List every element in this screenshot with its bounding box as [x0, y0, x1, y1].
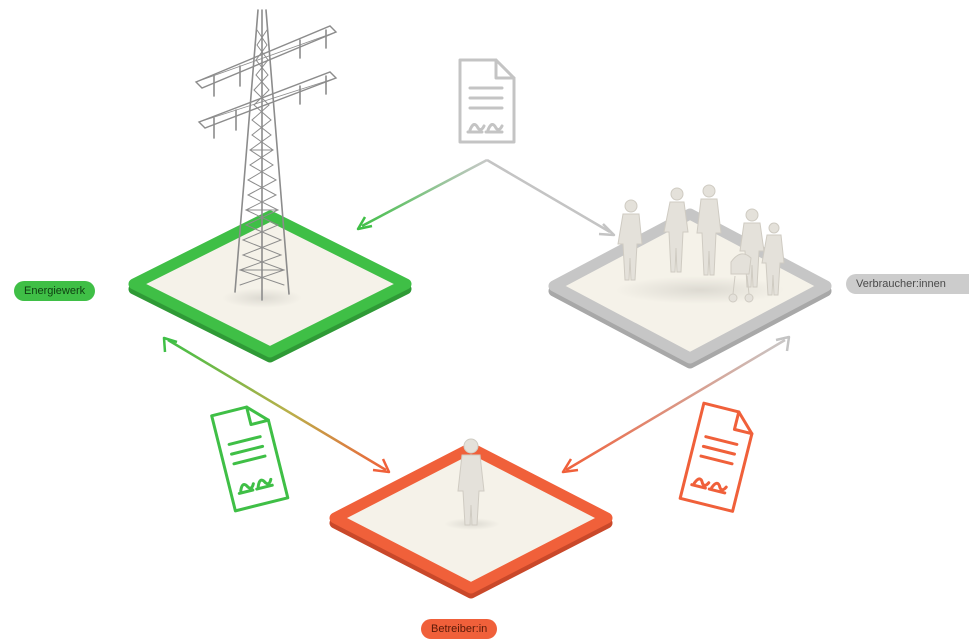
arrow-verbraucher-betreiber [561, 335, 791, 474]
contract-document-icon [210, 405, 290, 513]
person-icon [761, 222, 785, 296]
arrow-document-to-verbraucher [486, 158, 616, 237]
person-icon [739, 208, 765, 288]
person-icon [663, 187, 689, 273]
contract-document-icon [458, 58, 516, 144]
energiewerk-label: Energiewerk [14, 281, 96, 301]
consumer-group-icon [615, 184, 785, 304]
contract-document-icon [678, 401, 754, 513]
stroller-icon [728, 253, 754, 303]
person-icon [696, 184, 722, 276]
transmission-tower-icon [194, 9, 338, 308]
arrow-energiewerk-betreiber [162, 336, 391, 474]
betreiber-platform [329, 442, 613, 599]
energiewerk-platform [128, 210, 412, 363]
person-icon [617, 199, 643, 281]
arrow-document-to-energiewerk [356, 158, 488, 231]
verbraucher-label: Verbraucher:innen [846, 274, 969, 294]
betreiber-label: Betreiber:in [421, 619, 498, 639]
operator-person-icon [444, 438, 500, 530]
